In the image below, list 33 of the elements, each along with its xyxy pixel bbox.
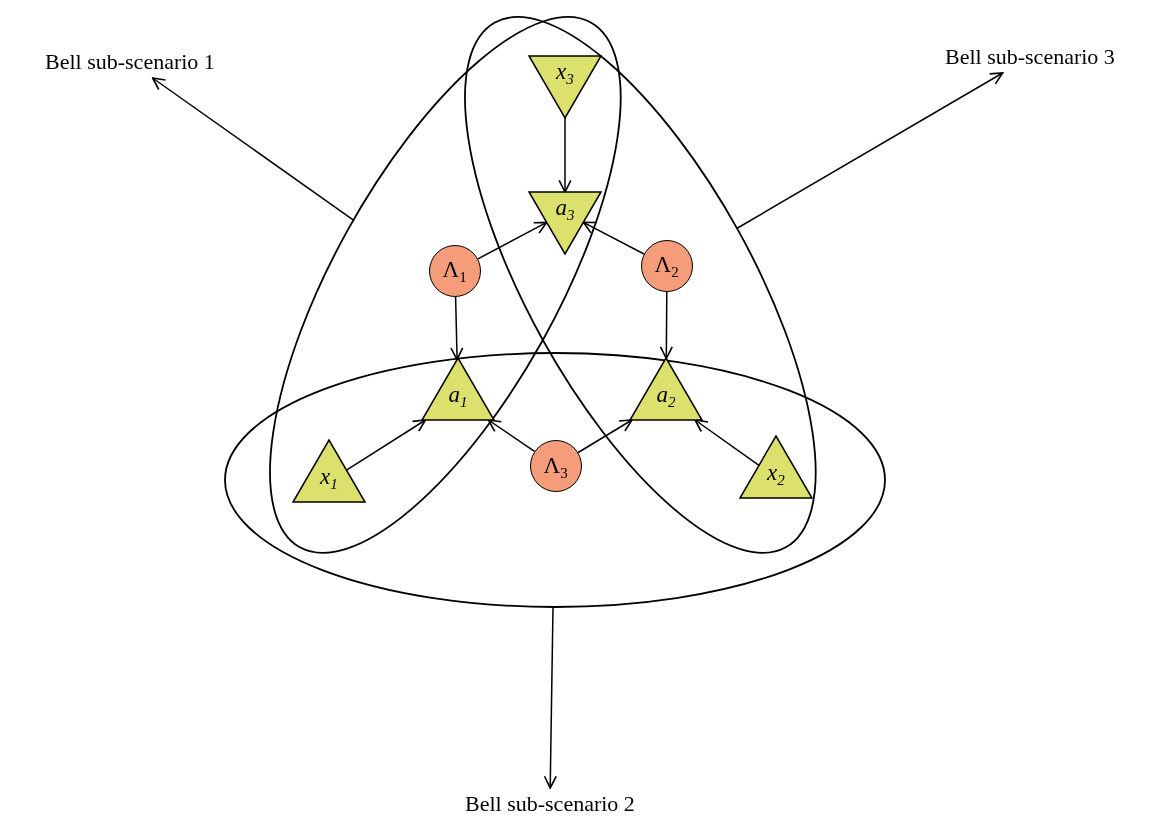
variable-label: Λ$_{2}$ [654,252,679,279]
triangle-node [529,192,601,254]
scenario-label: Bell sub-scenario 2 [465,791,635,817]
arrow [694,419,760,467]
variable-label: a$_{1}$ [448,382,468,409]
variable-label: a$_{3}$ [555,195,575,222]
arrow [450,296,464,361]
variable-label: x$_{1}$ [320,464,338,491]
triangle-node [630,358,702,420]
triangle-node [740,436,812,498]
variable-label: a$_{2}$ [656,382,676,409]
arrow [735,72,1004,230]
arrow [582,221,645,255]
arrow [477,221,548,260]
circle-node [641,240,693,292]
triangle-node [422,358,494,420]
arrow [543,606,558,789]
arrow [151,77,354,221]
triangle-node [529,56,601,118]
arrow [577,419,633,454]
variable-label: x$_{2}$ [767,460,785,487]
variable-label: Λ$_{1}$ [442,257,467,284]
circle-node [530,440,582,492]
triangle-node [293,440,365,502]
arrow [345,419,427,471]
scenario-label: Bell sub-scenario 1 [45,49,215,75]
arrow [558,117,572,193]
arrow [487,419,536,453]
circle-node [429,245,481,297]
variable-label: x$_{3}$ [556,59,574,86]
scenario-label: Bell sub-scenario 3 [945,44,1115,70]
variable-label: Λ$_{3}$ [543,452,568,479]
arrow [659,291,674,360]
